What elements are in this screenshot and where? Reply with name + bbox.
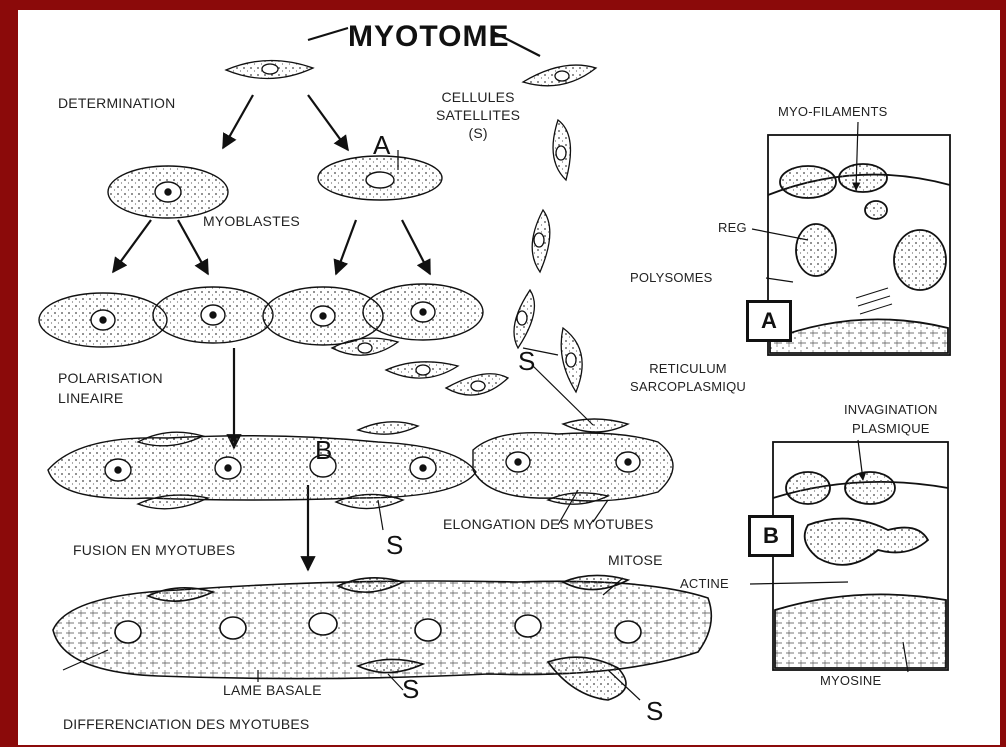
ultrastructure-panel-b [773, 442, 948, 670]
marker-s-fusion: S [386, 530, 404, 561]
elongating-myotubes [473, 419, 673, 504]
label-lame-basale: LAME BASALE [223, 682, 322, 698]
label-elongation: ELONGATION DES MYOTUBES [443, 516, 654, 532]
label-cellules-satellites: CELLULES SATELLITES (S) [436, 88, 520, 142]
marker-s-satellite: S [518, 346, 536, 377]
myotome-cells [226, 60, 596, 85]
ultrastructure-panel-a [768, 135, 950, 355]
label-invagination: INVAGINATION PLASMIQUE [844, 400, 938, 438]
label-determination: DETERMINATION [58, 95, 175, 111]
marker-s-lame: S [402, 674, 420, 705]
polarised-myoblast-row [39, 284, 483, 347]
figure-frame: MYOTOME DETERMINATION CELLULES SATELLITE… [18, 10, 1000, 745]
label-myo-filaments: MYO-FILAMENTS [778, 104, 888, 119]
label-polysomes: POLYSOMES [630, 270, 712, 285]
label-reticulum: RETICULUM SARCOPLASMIQU [630, 360, 746, 396]
marker-s-bottom: S [646, 696, 664, 727]
label-mitose: MITOSE [608, 552, 663, 568]
marker-a: A [373, 130, 391, 161]
box-b: B [748, 515, 794, 557]
title-myotome: MYOTOME [348, 20, 509, 54]
marker-b: B [315, 435, 333, 466]
label-polarisation: POLARISATION LINEAIRE [58, 368, 163, 408]
label-differenciation: DIFFERENCIATION DES MYOTUBES [63, 716, 309, 732]
label-actine: ACTINE [680, 576, 729, 591]
label-fusion: FUSION EN MYOTUBES [73, 542, 235, 558]
label-myosine: MYOSINE [820, 673, 881, 688]
fusing-myotube-row [48, 422, 476, 509]
box-a: A [746, 300, 792, 342]
label-myoblastes: MYOBLASTES [203, 213, 300, 229]
differentiated-myotube [53, 575, 711, 700]
myoblast-cells [108, 156, 442, 218]
label-reg: REG [718, 220, 747, 235]
